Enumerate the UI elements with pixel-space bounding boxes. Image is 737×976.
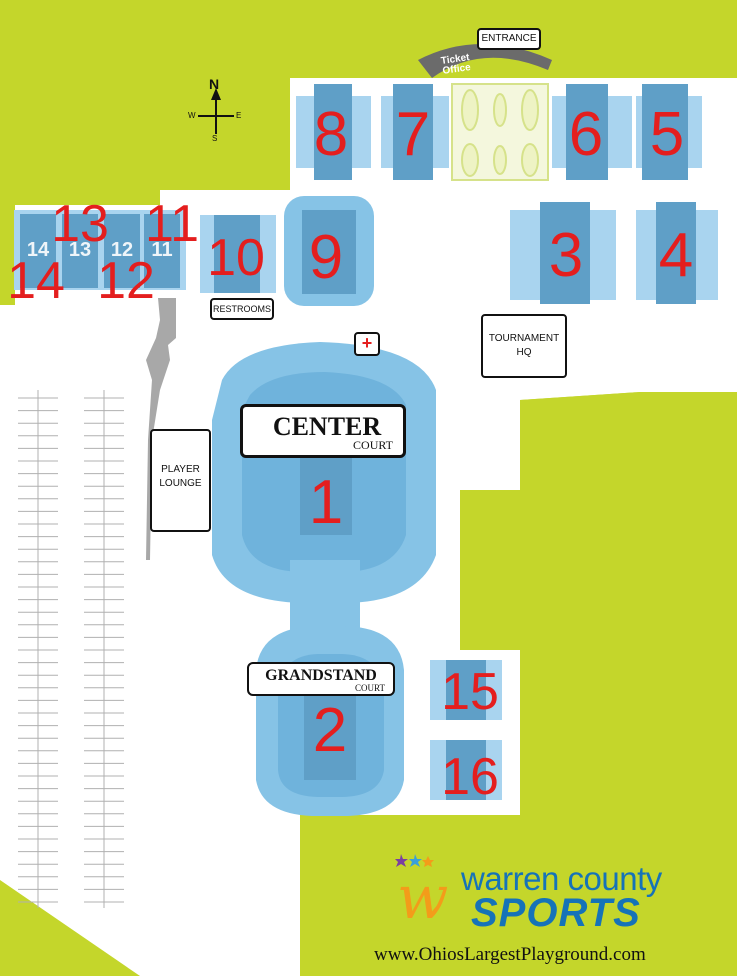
entrance-label: ENTRANCE — [477, 28, 541, 50]
court-10-surface — [214, 215, 260, 293]
court-number-9: 9 — [308, 223, 344, 292]
court-number-11: 11 — [145, 195, 199, 253]
court-number-3: 3 — [548, 221, 584, 290]
logo-w-icon: w — [397, 863, 449, 933]
website-url[interactable]: www.OhiosLargestPlayground.com — [374, 944, 646, 965]
court-number-6: 6 — [568, 100, 604, 169]
central-plaza — [451, 83, 549, 181]
courts-north-row — [296, 84, 702, 180]
court-11-marking: 11 — [151, 239, 173, 261]
grandstand-court-label: GRANDSTAND COURT — [247, 662, 395, 696]
grass-patches — [0, 392, 737, 976]
compass-south: S — [212, 134, 218, 143]
parking-stalls — [18, 397, 124, 903]
warren-county-sports-logo: w warren county SPORTS — [395, 852, 715, 936]
court-14-marking: 14 — [26, 239, 50, 261]
compass-north: N — [209, 76, 220, 92]
center-court-subtitle: COURT — [353, 438, 393, 452]
court-9-surface — [302, 210, 356, 294]
center-court-label: CENTER COURT — [240, 404, 406, 458]
court-number-1: 1 — [308, 468, 344, 537]
courts-east — [510, 202, 718, 304]
compass-east: E — [236, 111, 242, 120]
logo-line1: warren county — [461, 860, 662, 897]
walkway — [146, 298, 176, 560]
court-number-16: 16 — [441, 748, 499, 806]
court-number-5: 5 — [649, 100, 685, 169]
court-number-12: 12 — [97, 252, 155, 310]
center-court-title: CENTER — [272, 412, 382, 441]
player-lounge-label: PLAYER LOUNGE — [150, 429, 211, 532]
logo-stars-icon — [395, 854, 434, 867]
court-13-marking: 13 — [68, 239, 92, 261]
court-number-13: 13 — [51, 195, 109, 253]
court-number-10: 10 — [207, 229, 265, 287]
court-12-marking: 12 — [110, 239, 134, 261]
tournament-hq-label: TOURNAMENT HQ — [481, 314, 567, 378]
court-number-4: 4 — [658, 221, 694, 290]
court-number-7: 7 — [395, 100, 431, 169]
court-number-8: 8 — [313, 100, 349, 169]
grandstand-subtitle: COURT — [355, 683, 385, 693]
court-number-2: 2 — [312, 696, 348, 765]
compass-west: W — [188, 111, 196, 120]
grandstand-title: GRANDSTAND — [265, 667, 377, 684]
court-number-15: 15 — [441, 663, 499, 721]
courts-west-row — [14, 210, 186, 290]
logo-line2: SPORTS — [471, 891, 641, 935]
court-15-surface — [446, 660, 486, 720]
grandstand-surface — [304, 690, 356, 780]
court-16-surface — [446, 740, 486, 800]
parking-lot — [37, 390, 105, 908]
first-aid-marker: + — [354, 332, 380, 356]
court-number-14: 14 — [7, 252, 65, 310]
ticket-office-building — [418, 44, 552, 78]
compass-rose — [198, 88, 234, 134]
restrooms-label: RESTROOMS — [210, 298, 274, 320]
